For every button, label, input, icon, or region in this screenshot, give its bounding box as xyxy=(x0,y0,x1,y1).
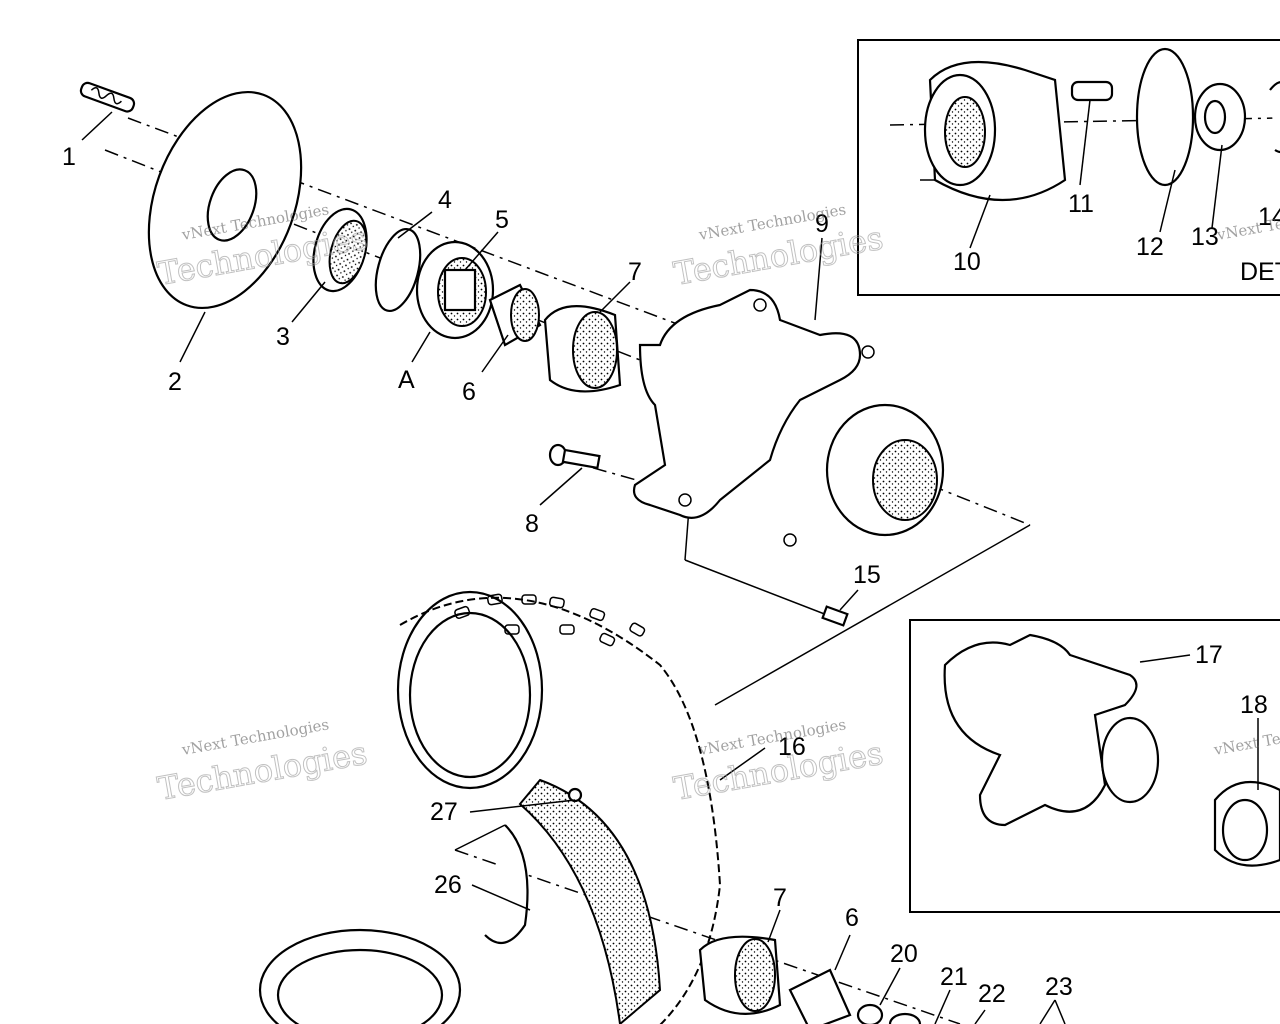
label-1: 1 xyxy=(62,143,76,171)
label-23: 23 xyxy=(1045,973,1073,1001)
detail-bottom-parts xyxy=(943,633,1280,867)
detail-top-parts xyxy=(923,47,1280,201)
label-14: 14 xyxy=(1258,203,1280,231)
label-18: 18 xyxy=(1240,691,1268,719)
label-7: 7 xyxy=(628,258,642,286)
part-5-bearing xyxy=(415,240,495,340)
part-8-bolt xyxy=(548,443,601,470)
leader-lines xyxy=(81,99,1259,1024)
label-11: 11 xyxy=(1068,190,1094,218)
label-20: 20 xyxy=(890,940,918,968)
label-22: 22 xyxy=(978,980,1006,1008)
part-1-screw xyxy=(79,81,136,113)
label-16: 16 xyxy=(778,733,806,761)
part-labels: 1 2 3 4 5 A 6 7 8 9 10 11 12 13 14 15 16… xyxy=(62,143,1280,1008)
label-9: 9 xyxy=(815,210,829,238)
detail-box-top xyxy=(857,39,1280,296)
part-7-race xyxy=(543,305,622,393)
part-15-screw xyxy=(821,605,849,627)
part-6-roller-bearing xyxy=(488,283,542,347)
part-16-tire xyxy=(258,590,722,1024)
label-2: 2 xyxy=(168,368,182,396)
label-26: 26 xyxy=(434,871,462,899)
label-a: A xyxy=(398,366,415,394)
label-27: 27 xyxy=(430,798,458,826)
label-7b: 7 xyxy=(773,884,787,912)
label-8: 8 xyxy=(525,510,539,538)
label-17: 17 xyxy=(1195,641,1223,669)
part-2-disc xyxy=(147,90,303,310)
detail-box-bottom xyxy=(909,619,1280,913)
label-15: 15 xyxy=(853,561,881,589)
label-10: 10 xyxy=(953,248,981,276)
label-12: 12 xyxy=(1136,233,1164,261)
watermark-text: vNext Technologies xyxy=(1212,715,1280,759)
label-3: 3 xyxy=(276,323,290,351)
label-6: 6 xyxy=(462,378,476,406)
label-6b: 6 xyxy=(845,904,859,932)
label-4: 4 xyxy=(438,186,452,214)
label-5: 5 xyxy=(495,206,509,234)
part-9-hub xyxy=(632,288,945,547)
lower-parts xyxy=(698,935,922,1024)
detail-label: DET xyxy=(1240,258,1280,286)
label-21: 21 xyxy=(940,963,968,991)
label-13: 13 xyxy=(1191,223,1219,251)
part-3-seal xyxy=(312,207,368,293)
